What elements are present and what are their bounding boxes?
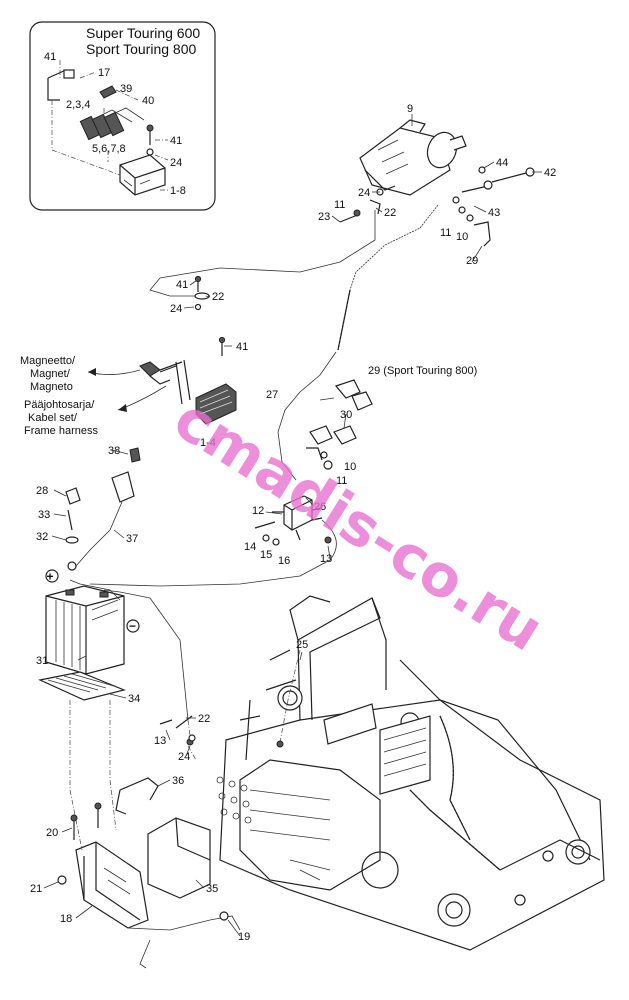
svg-text:−: −: [129, 619, 136, 633]
inset-label-24: 24: [170, 157, 182, 169]
callout-41a: 41: [176, 279, 188, 291]
starter-bolts: [452, 166, 535, 247]
battery-box: [75, 841, 149, 929]
callout-23: 23: [318, 211, 330, 223]
callout-41b: 41: [236, 341, 248, 353]
callout-11c: 11: [336, 475, 347, 487]
callout-13a: 13: [320, 553, 332, 565]
inset-title-2: Sport Touring 800: [86, 41, 196, 57]
callout-11a: 11: [334, 199, 345, 211]
callout-44: 44: [496, 157, 508, 169]
callout-24c: 24: [178, 751, 190, 763]
voltage-regulator: [139, 359, 237, 425]
vehicle-frame: [216, 595, 605, 951]
callout-35: 35: [206, 883, 218, 895]
cable-37: [75, 501, 123, 567]
callout-22b: 22: [212, 291, 224, 303]
callout-42: 42: [544, 167, 556, 179]
battery: [45, 585, 125, 675]
callout-15: 15: [260, 549, 272, 561]
ignition-coil: [272, 495, 323, 541]
starter-motor: [359, 119, 467, 196]
callout-24a: 24: [358, 187, 370, 199]
cable-27: [277, 351, 337, 481]
inset-label-41b: 41: [170, 135, 182, 147]
callout-16: 16: [278, 555, 290, 567]
inset-label-39: 39: [120, 83, 132, 95]
callout-19: 19: [238, 931, 250, 943]
cable-conduit-27: [337, 289, 351, 351]
positive-terminal: [45, 569, 59, 583]
callout-38: 38: [108, 445, 120, 457]
battery-cover: [147, 817, 211, 899]
callout-9: 9: [407, 103, 413, 115]
callout-22c: 22: [198, 713, 210, 725]
leader-lines: [43, 114, 542, 937]
callout-14: 14: [244, 541, 256, 553]
label-kabel-set: Kabel set/: [28, 412, 78, 424]
inset-label-17: 17: [98, 67, 110, 79]
label-magneetto: Magneetto/: [20, 355, 76, 367]
callout-18: 18: [60, 913, 72, 925]
inset-label-2-3-4: 2,3,4: [66, 99, 90, 111]
callout-34: 34: [128, 693, 140, 705]
callout-21: 21: [30, 883, 42, 895]
watermark: cmadis-co.ru: [163, 384, 555, 664]
inset-connector-block: [79, 107, 145, 141]
fuse-holder: [111, 471, 135, 503]
callout-29a: 29: [466, 255, 478, 267]
inset-title-1: Super Touring 600: [86, 25, 200, 41]
callout-26: 26: [314, 501, 326, 513]
battery-mat: [38, 671, 126, 701]
callout-27: 27: [266, 389, 278, 401]
callout-36: 36: [172, 775, 184, 787]
inset-plug-39: [99, 85, 117, 99]
callout-24b: 24: [170, 303, 182, 315]
label-magnet: Magnet/: [30, 368, 71, 380]
callout-10a: 10: [456, 231, 468, 243]
label-paajohtosarja: Pääjohtosarja/: [24, 399, 95, 411]
starter-cable-22: [149, 210, 376, 297]
callout-1-4: 1-4: [200, 437, 216, 449]
callout-22a: 22: [384, 207, 396, 219]
label-frame-harness: Frame harness: [24, 425, 98, 437]
callout-28: 28: [36, 485, 48, 497]
callout-43: 43: [488, 207, 500, 219]
negative-terminal: [126, 619, 140, 633]
cable-27-upper: [349, 204, 439, 291]
inset-label-40: 40: [142, 95, 154, 107]
inset-label-1-8: 1-8: [170, 185, 186, 197]
callout-20: 20: [46, 827, 58, 839]
label-magneto: Magneto: [30, 381, 73, 393]
callout-37: 37: [126, 533, 138, 545]
callout-33: 33: [38, 509, 50, 521]
callout-25: 25: [296, 639, 308, 651]
callout-10b: 10: [344, 461, 356, 473]
inset-label-5-8: 5,6,7,8: [92, 143, 126, 155]
callout-32: 32: [36, 531, 48, 543]
svg-text:+: +: [47, 570, 54, 584]
callout-31: 31: [36, 655, 48, 667]
inset-frame: [29, 21, 216, 211]
inset-panel: Super Touring 600 Sport Touring 800 41 1…: [29, 21, 216, 211]
inset-label-41: 41: [44, 51, 56, 63]
battery-strap: [115, 777, 159, 815]
callout-11b: 11: [440, 227, 451, 239]
callout-labels: 9 44 42 24 22 23 11 43 11 10 29 41 22 24…: [20, 103, 556, 943]
callout-29-sport: 29 (Sport Touring 800): [368, 365, 477, 377]
callout-12: 12: [252, 505, 264, 517]
callout-13b: 13: [154, 735, 166, 747]
